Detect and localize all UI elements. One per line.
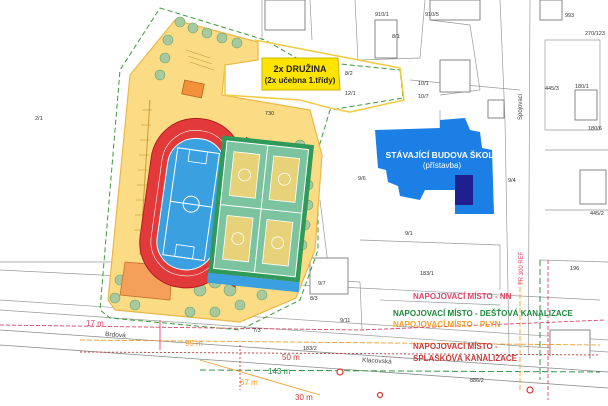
street-zapadni: Brdová <box>105 331 126 339</box>
school-label-2: (přístavba) <box>423 161 462 170</box>
parcel-270: 270/123 <box>585 31 605 37</box>
label-gas: NAPOJOVACÍ MÍSTO - PLYN <box>393 320 501 329</box>
parcel-8-3: 8/3 <box>310 296 318 302</box>
label-sewer-1: NAPOJOVACÍ MÍSTO - <box>413 342 498 351</box>
street-trc: TR 300 REF <box>519 251 525 285</box>
parcel-10-7: 10/7 <box>418 94 429 100</box>
tree-dots <box>109 16 314 318</box>
utility-lines <box>0 260 607 400</box>
parcel-180-1: 180/1 <box>575 84 589 90</box>
parcel-2-1: 2/1 <box>35 116 43 122</box>
parcel-183-2: 183/2 <box>303 346 317 352</box>
druzina-label-1: 2x DRUŽINA <box>273 63 327 74</box>
distance-50: 50 m <box>282 353 300 362</box>
label-rain: NAPOJOVACÍ MÍSTO - DEŠŤOVÁ KANALIZACE <box>393 309 573 318</box>
parcel-445-2: 445/2 <box>590 211 604 217</box>
parcel-730: 730 <box>265 111 274 117</box>
parcel-8-2: 8/2 <box>345 71 353 77</box>
parcel-183-1: 183/1 <box>420 271 434 277</box>
parcel-180-6: 180/6 <box>588 126 602 132</box>
distance-67: 67 m <box>240 378 258 387</box>
label-sewer-2: SPLAŠKOVÁ KANALIZACE <box>413 354 518 363</box>
sports-courts <box>207 135 315 293</box>
parcel-910-5: 910/5 <box>425 12 439 18</box>
parcel-8-1: 8/1 <box>392 34 400 40</box>
druzina-label-2: (2x učebna 1.třídy) <box>265 76 336 85</box>
street-spojovaci: Spojovací <box>518 93 524 120</box>
parcel-numbers: 2/1 730 8/2 12/1 10/1 10/7 9/6 9/1 9/7 9… <box>35 12 605 384</box>
parcel-7-3: 7/3 <box>253 328 261 334</box>
parcel-9-4: 9/4 <box>508 178 516 184</box>
parcel-445-3: 445/3 <box>545 86 559 92</box>
distance-95: 95 m <box>185 339 203 348</box>
druzina-outline <box>224 39 405 113</box>
parcel-10-1: 10/1 <box>418 81 429 87</box>
outbuilding <box>181 79 205 99</box>
parcel-910-1: 910/1 <box>375 12 389 18</box>
parcel-886-2: 886/2 <box>470 378 484 384</box>
parcel-9-6: 9/6 <box>358 176 366 182</box>
distance-30: 30 m <box>295 393 313 402</box>
street-klacovska: Klacovská <box>362 357 392 366</box>
label-nn: NAPOJOVACÍ MÍSTO - NN <box>413 292 512 301</box>
distance-17: 17 m <box>86 319 104 328</box>
parcel-9-1: 9/1 <box>405 231 413 237</box>
parcel-9-11: 9/11 <box>340 318 350 324</box>
connection-markers <box>336 368 534 399</box>
druzina-building <box>261 57 341 91</box>
distance-143: 143 m <box>268 367 291 376</box>
parcel-196: 196 <box>570 266 579 272</box>
parcel-993: 993 <box>565 13 574 19</box>
school-building <box>375 118 494 214</box>
school-label-1: STÁVAJÍCÍ BUDOVA ŠKOLY <box>386 149 499 160</box>
parcel-12-1: 12/1 <box>345 91 356 97</box>
parcel-9-7: 9/7 <box>318 281 326 287</box>
